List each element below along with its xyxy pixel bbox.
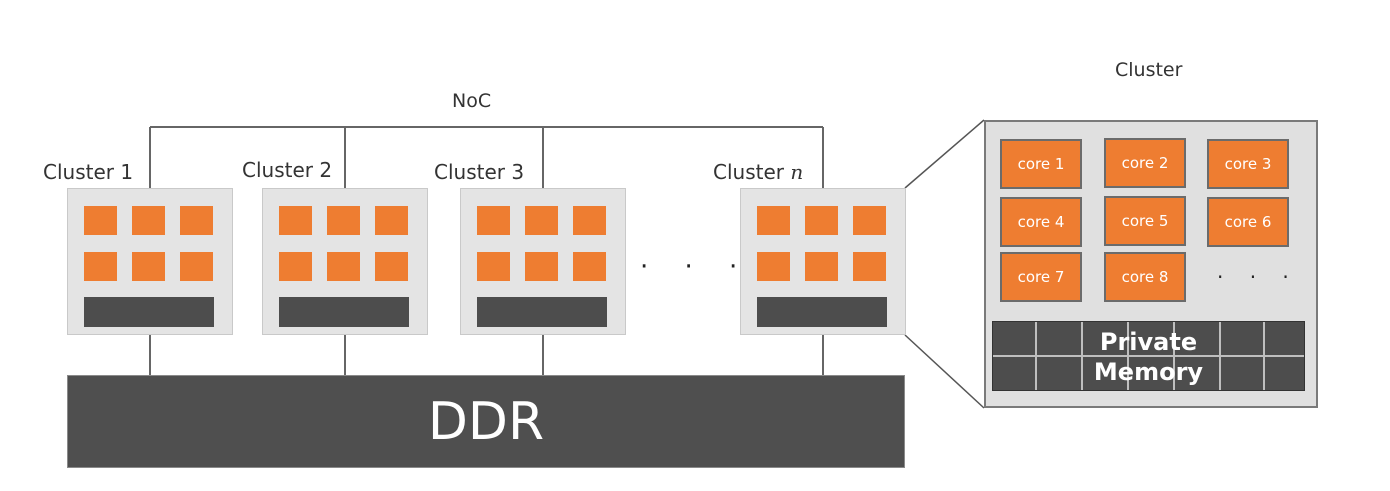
core-square: [853, 252, 886, 281]
core-square: [805, 252, 838, 281]
cluster-3-box: [460, 188, 626, 335]
core-4: core 4: [1000, 197, 1082, 247]
zoom-line-bottom: [904, 334, 985, 409]
core-square: [84, 206, 117, 235]
core-square: [477, 206, 510, 235]
core-square: [180, 206, 213, 235]
cluster-2-label: Cluster 2: [242, 158, 333, 182]
cluster-1-label: Cluster 1: [43, 160, 134, 184]
core-square: [327, 252, 360, 281]
cluster-3-label: Cluster 3: [434, 160, 525, 184]
core-square: [477, 252, 510, 281]
core-square: [573, 252, 606, 281]
cluster-2-box: [262, 188, 428, 335]
noc-label: NoC: [452, 90, 492, 112]
memory-bar: [757, 297, 887, 327]
cluster-n-label: Cluster n: [713, 160, 803, 184]
core-square: [757, 252, 790, 281]
core-square: [805, 206, 838, 235]
cluster-1-box: [67, 188, 233, 335]
core-square: [279, 252, 312, 281]
core-3: core 3: [1207, 139, 1289, 189]
core-square: [180, 252, 213, 281]
core-8: core 8: [1104, 252, 1186, 302]
memory-bar: [84, 297, 214, 327]
cluster-n-label-text: Cluster: [713, 160, 791, 184]
cluster-n-box: [740, 188, 906, 335]
detail-title: Cluster: [1115, 59, 1183, 81]
core-square: [132, 252, 165, 281]
private-memory-label-line2: Memory: [1093, 358, 1204, 386]
core-2: core 2: [1104, 138, 1186, 188]
core-7: core 7: [1000, 252, 1082, 302]
memory-grid-line: [993, 355, 1304, 357]
core-1: core 1: [1000, 139, 1082, 189]
memory-bar: [279, 297, 409, 327]
core-square: [853, 206, 886, 235]
core-square: [375, 252, 408, 281]
cluster-n-index: n: [790, 160, 804, 184]
core-square: [525, 252, 558, 281]
core-square: [375, 206, 408, 235]
ddr-label: DDR: [427, 391, 545, 452]
core-square: [757, 206, 790, 235]
private-memory-label-line1: Private: [1099, 328, 1198, 356]
cluster-ellipsis: · · ·: [640, 252, 752, 282]
ddr-memory-block: DDR: [67, 375, 905, 468]
core-square: [327, 206, 360, 235]
core-square: [84, 252, 117, 281]
core-square: [132, 206, 165, 235]
core-6: core 6: [1207, 197, 1289, 247]
core-square: [279, 206, 312, 235]
zoom-line-top: [904, 119, 985, 189]
core-square: [573, 206, 606, 235]
core-square: [525, 206, 558, 235]
memory-bar: [477, 297, 607, 327]
core-5: core 5: [1104, 196, 1186, 246]
core-ellipsis: · · ·: [1217, 265, 1299, 289]
private-memory-block: Private Memory: [992, 321, 1305, 391]
